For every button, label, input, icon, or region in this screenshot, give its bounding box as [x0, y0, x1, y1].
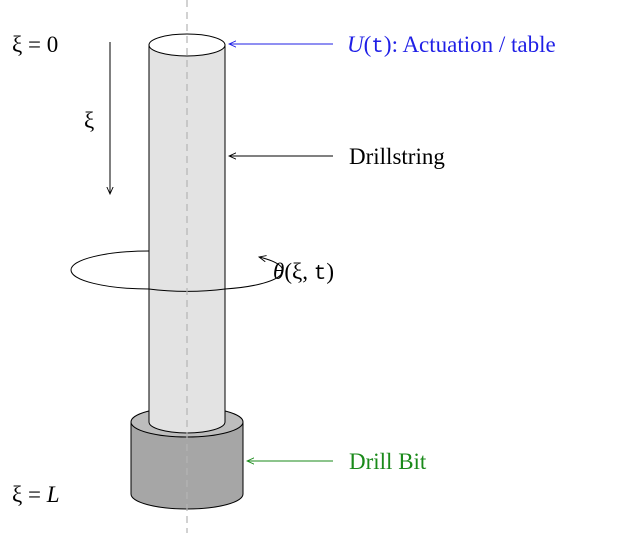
- drill-bit-body: [130, 421, 244, 510]
- xi-l-label: ξ = L: [12, 482, 60, 507]
- actuation-label: U(t): Actuation / table: [347, 32, 556, 59]
- drill-bit-label: Drill Bit: [349, 449, 427, 474]
- xi-zero-label: ξ = 0: [12, 32, 58, 57]
- rotation-arc-left: [70, 250, 150, 290]
- theta-label: θ(ξ, t): [273, 259, 334, 286]
- drillstring-label: Drillstring: [349, 144, 445, 169]
- drillstring-body: [148, 44, 226, 434]
- rotation-arc-right: [224, 257, 284, 290]
- drillstring-top: [148, 33, 226, 57]
- drillstring-pipe: [148, 33, 226, 434]
- xi-arrow-label: ξ: [84, 108, 94, 133]
